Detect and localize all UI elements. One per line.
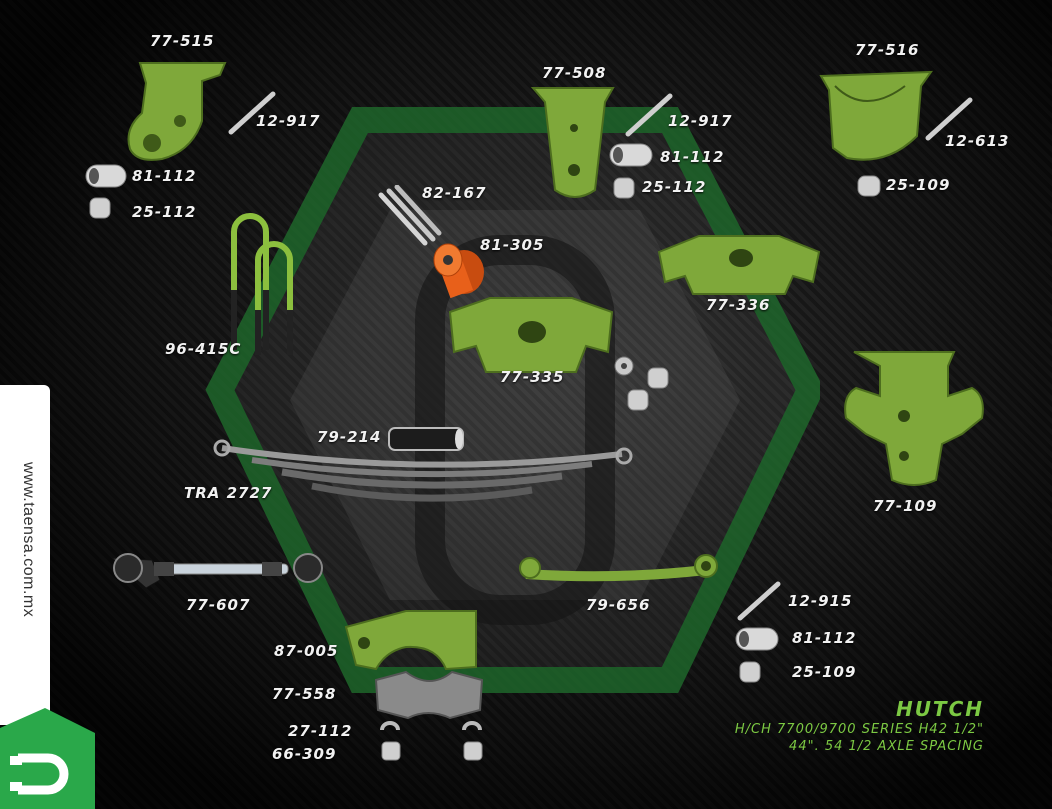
hardware-27-112 [380,721,482,731]
label-79-214: 79-214 [317,428,382,446]
label-66-309: 66-309 [272,745,337,763]
part-77-109 [844,351,984,486]
sleeve-25-112-a [89,197,111,219]
label-12-917-b: 12-917 [668,112,733,130]
torque-rod-77-607 [110,553,323,589]
label-25-112-b: 25-112 [642,178,707,196]
label-79-656: 79-656 [586,596,651,614]
leaf-spring-tra-2727 [213,439,633,502]
sleeve-25-109-b [739,661,761,683]
title-block: HUTCH H/CH 7700/9700 SERIES H42 1/2" 44"… [735,697,984,755]
label-77-335: 77-335 [500,368,565,386]
bushing-81-112-b [609,143,653,167]
label-81-112-b: 81-112 [660,148,725,166]
bushing-81-112-a [85,164,127,188]
label-12-917-a: 12-917 [256,112,321,130]
taensa-logo-icon [0,708,95,809]
bushing-81-305 [433,243,484,298]
label-87-005: 87-005 [274,642,339,660]
brand-title: HUTCH [895,697,984,721]
background-hex-logo-icon [205,107,820,693]
bushing-81-112-c [735,627,779,651]
part-87-005 [344,610,477,671]
part-77-516 [819,70,933,161]
part-77-558 [374,670,484,720]
bolt-12-613 [925,97,973,141]
rod-79-656 [519,554,718,582]
label-77-336: 77-336 [706,296,771,314]
label-81-112-a: 81-112 [132,167,197,185]
label-27-112: 27-112 [288,722,353,740]
axle-spacing-line: 44". 54 1/2 AXLE SPACING [789,739,984,754]
bolt-12-917-b [625,93,673,137]
label-77-109: 77-109 [873,497,938,515]
series-line: H/CH 7700/9700 SERIES H42 1/2" [734,722,984,737]
label-77-515: 77-515 [150,32,215,50]
label-25-109-b: 25-109 [792,663,857,681]
part-77-335 [448,297,614,373]
bolt-12-915 [737,581,781,621]
u-bolts-96-415c [231,213,293,355]
label-81-305: 81-305 [480,236,545,254]
label-12-915: 12-915 [788,592,853,610]
hardware-small [614,356,669,411]
label-82-167: 82-167 [422,184,487,202]
label-25-112-a: 25-112 [132,203,197,221]
hardware-66-309 [381,741,483,761]
side-panel [0,385,50,725]
label-81-112-c: 81-112 [792,629,857,647]
sleeve-25-109-a [857,175,881,197]
part-77-336 [657,235,821,295]
label-77-558: 77-558 [272,685,337,703]
label-tra-2727: TRA 2727 [184,484,273,502]
label-12-613: 12-613 [945,132,1010,150]
sleeve-25-112-b [613,177,635,199]
label-77-508: 77-508 [542,64,607,82]
label-25-109-a: 25-109 [886,176,951,194]
website-url[interactable]: www.taensa.com.mx [20,462,37,618]
label-77-607: 77-607 [186,596,251,614]
label-77-516: 77-516 [855,41,920,59]
bolt-12-917-a [228,91,276,135]
part-77-515 [127,62,227,161]
part-77-508 [530,87,615,198]
label-96-415c: 96-415C [165,340,242,358]
bolts-82-167 [378,185,442,246]
tube-79-214 [388,427,464,451]
